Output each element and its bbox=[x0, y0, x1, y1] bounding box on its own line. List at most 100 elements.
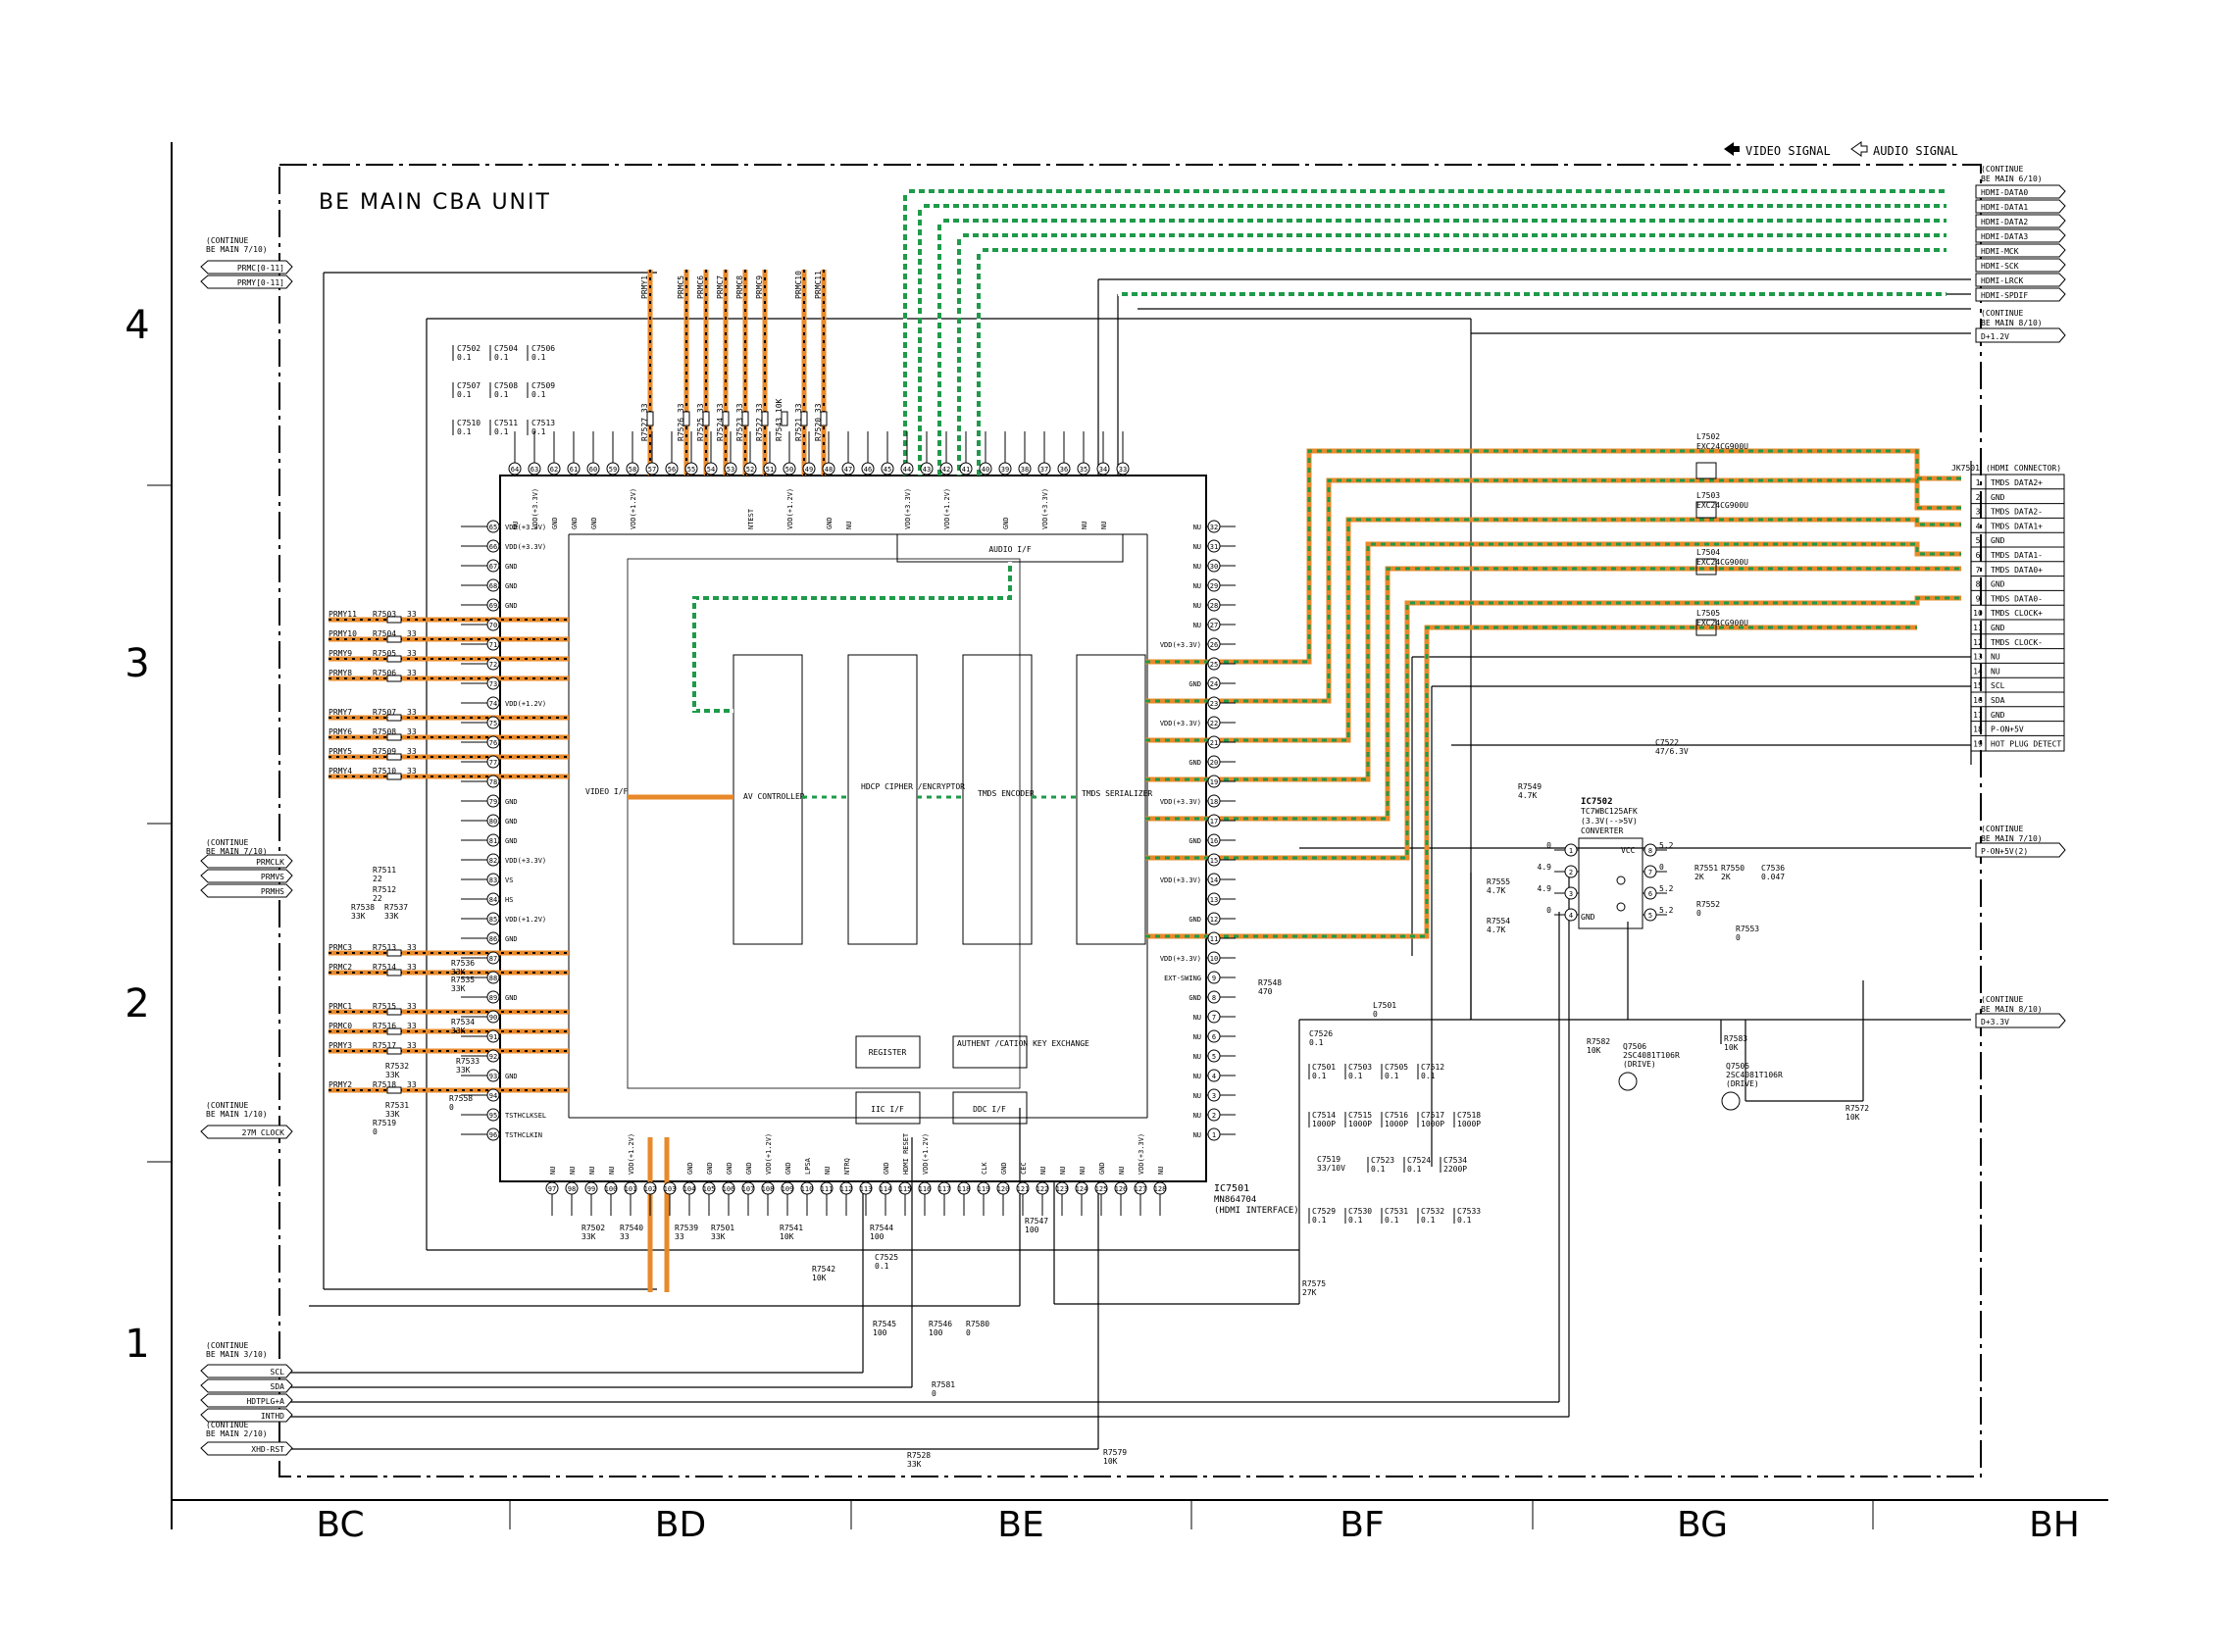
top-pin-39 bbox=[998, 462, 1012, 476]
c7526-label-1: 0.1 bbox=[1309, 1038, 1324, 1047]
right-pin-15-num: 15 bbox=[1210, 857, 1218, 865]
r7537-label-1: 33K bbox=[384, 912, 399, 921]
ic7502-rpin-7 bbox=[1643, 865, 1657, 878]
r7538-label-1: 33K bbox=[351, 912, 366, 921]
bottom-pin-label-128: NU bbox=[1157, 1167, 1165, 1175]
right-pin-3-num: 3 bbox=[1212, 1092, 1216, 1100]
bottom-pin-127 bbox=[1134, 1181, 1147, 1195]
ic7501-part: MN864704 bbox=[1214, 1195, 1256, 1205]
r7534-label-1: 33K bbox=[451, 1026, 466, 1035]
bottom-pin-label-110: LPSA bbox=[804, 1157, 812, 1175]
left-pin-76-num: 76 bbox=[489, 739, 497, 747]
right-pin-10-num: 10 bbox=[1210, 955, 1218, 963]
top-pin-63 bbox=[528, 462, 541, 476]
hdmi-signal-0: HDMI-DATA0 bbox=[1981, 188, 2028, 197]
top-pin-54 bbox=[704, 462, 718, 476]
left-pin-72-num: 72 bbox=[489, 661, 497, 669]
top-pin-34-num: 34 bbox=[1099, 466, 1107, 474]
left-pin-label-79: GND bbox=[505, 798, 518, 806]
connector-tag bbox=[200, 260, 293, 275]
top-pin-58 bbox=[626, 462, 639, 476]
left-pin-77-num: 77 bbox=[489, 759, 497, 767]
right-pin-label-14: VDD(+3.3V) bbox=[1160, 876, 1201, 884]
bottom-pin-125-num: 125 bbox=[1095, 1185, 1108, 1193]
r7579-label-0: R7579 bbox=[1103, 1448, 1127, 1457]
hdmi-signal-2: HDMI-DATA2 bbox=[1981, 218, 2028, 226]
left-pin-75-num: 75 bbox=[489, 720, 497, 727]
p5v-cont-a: (CONTINUE bbox=[1981, 825, 2024, 833]
r7581-label-1: 0 bbox=[932, 1389, 936, 1398]
d12v-label: D+1.2V bbox=[1981, 332, 2009, 341]
left-pin-85-num: 85 bbox=[489, 916, 497, 924]
bottom-pin-104 bbox=[683, 1181, 696, 1195]
r7544-label-1: 100 bbox=[870, 1232, 885, 1241]
r7551-label-0: R7551 bbox=[1694, 864, 1718, 873]
r7548-label-0: R7548 bbox=[1258, 978, 1282, 987]
right-pin-label-32: NU bbox=[1193, 524, 1201, 531]
left-pin-81 bbox=[486, 833, 500, 847]
right-pin-28 bbox=[1207, 598, 1221, 612]
top-pin-label-35: NU bbox=[1081, 522, 1088, 529]
row-4: 4 bbox=[125, 303, 149, 348]
unit-boundary bbox=[278, 164, 1982, 1477]
top-pin-label-47: NU bbox=[845, 522, 853, 529]
top-pin-label-48: GND bbox=[826, 517, 834, 529]
r7555-label-0: R7555 bbox=[1487, 877, 1510, 886]
left-pin-68-num: 68 bbox=[489, 582, 497, 590]
ic7501-internal-blocks bbox=[627, 533, 1146, 1125]
connector-tag bbox=[200, 869, 293, 883]
jack-pin-14: 14 bbox=[1973, 667, 1983, 676]
top-pin-label-62: GND bbox=[551, 517, 559, 529]
left-sig-7: PRMY4 bbox=[329, 767, 352, 776]
right-pin-17 bbox=[1207, 814, 1221, 827]
right-pin-6 bbox=[1207, 1029, 1221, 1043]
top-pin-62-num: 62 bbox=[550, 466, 558, 474]
jack-label-4: TMDS DATA1+ bbox=[1991, 522, 2043, 530]
right-pin-label-2: NU bbox=[1193, 1112, 1201, 1120]
top-pin-60-num: 60 bbox=[589, 466, 597, 474]
bottom-pin-126-num: 126 bbox=[1115, 1185, 1128, 1193]
bottom-pin-113 bbox=[859, 1181, 873, 1195]
left-pin-label-93: GND bbox=[505, 1073, 518, 1080]
top-pin-label-52: NTEST bbox=[747, 508, 755, 529]
bottom-pin-113-num: 113 bbox=[860, 1185, 873, 1193]
top-pin-48-num: 48 bbox=[825, 466, 833, 474]
right-pin-22-num: 22 bbox=[1210, 720, 1218, 727]
caps_br1-val-0: 0.1 bbox=[1312, 1072, 1327, 1080]
right-pin-23 bbox=[1207, 696, 1221, 710]
ic7502-lpin-1-num: 1 bbox=[1569, 847, 1573, 855]
cap-tl-ref-7: C7511 bbox=[494, 419, 518, 427]
cap-tl-val-1: 0.1 bbox=[494, 353, 509, 362]
top-pin-47-num: 47 bbox=[844, 466, 852, 474]
right-pin-20-num: 20 bbox=[1210, 759, 1218, 767]
left-pin-90-num: 90 bbox=[489, 1014, 497, 1022]
caps_br2-val-1: 1000P bbox=[1348, 1120, 1372, 1128]
bottom-pin-label-126: NU bbox=[1118, 1167, 1126, 1175]
top-pin-label-64: NU bbox=[512, 522, 520, 529]
bottom-pin-107 bbox=[741, 1181, 755, 1195]
left-pin-93 bbox=[486, 1069, 500, 1082]
r7537-label-0: R7537 bbox=[384, 903, 408, 912]
cap-tl-ref-6: C7510 bbox=[457, 419, 480, 427]
right-pin-label-10: VDD(+3.3V) bbox=[1160, 955, 1201, 963]
bottom-pin-label-98: NU bbox=[569, 1167, 577, 1175]
d33v-cont-a: (CONTINUE bbox=[1981, 995, 2024, 1004]
left-pin-95 bbox=[486, 1108, 500, 1122]
left-pin-79 bbox=[486, 794, 500, 808]
left-pin-65-num: 65 bbox=[489, 524, 497, 531]
right-pin-label-18: VDD(+3.3V) bbox=[1160, 798, 1201, 806]
top-pin-50-num: 50 bbox=[785, 466, 793, 474]
hdmi-signal-tag bbox=[1975, 243, 2066, 258]
ic7502-vcc: VCC bbox=[1621, 846, 1636, 855]
left2-res-val-0: 33 bbox=[407, 943, 417, 952]
left-pin-93-num: 93 bbox=[489, 1073, 497, 1080]
legend-audio: AUDIO SIGNAL bbox=[1873, 144, 1958, 158]
hdmi-signal-tag bbox=[1975, 287, 2066, 302]
top-pin-40-num: 40 bbox=[982, 466, 989, 474]
top-sig-4: PRMC8 bbox=[735, 275, 744, 299]
left2-sig-5: PRMY2 bbox=[329, 1080, 352, 1089]
cap-tl-ref-8: C7513 bbox=[531, 419, 555, 427]
left-pin-label-67: GND bbox=[505, 563, 518, 571]
